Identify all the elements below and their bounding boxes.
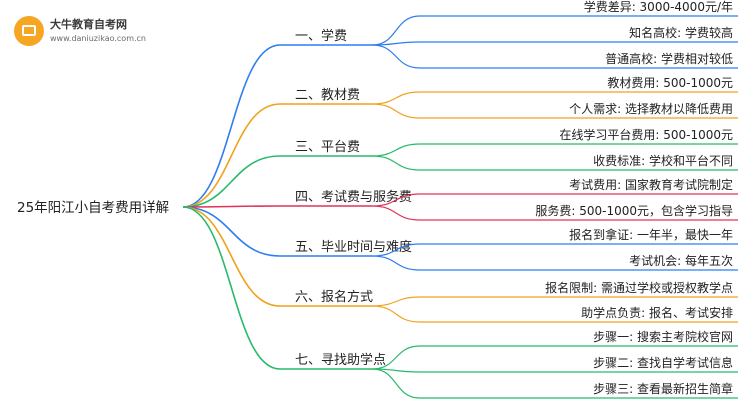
leaf-topic[interactable]: 收费标准: 学校和平台不同 [593, 153, 733, 168]
leaf-connector [371, 205, 421, 221]
leaf-topic[interactable]: 考试机会: 每年五次 [629, 253, 733, 268]
branch-topic[interactable]: 六、报名方式 [295, 289, 373, 305]
leaf-connector [371, 345, 421, 370]
branch-topic[interactable]: 五、毕业时间与难度 [295, 239, 412, 255]
leaf-topic[interactable]: 在线学习平台费用: 500-1000元 [559, 127, 733, 142]
leaf-topic[interactable]: 服务费: 500-1000元，包含学习指导 [535, 203, 733, 218]
leaf-topic[interactable]: 学费差异: 3000-4000元/年 [584, 0, 733, 14]
branch-topic[interactable]: 七、寻找助学点 [295, 352, 386, 368]
leaf-topic[interactable]: 教材费用: 500-1000元 [607, 75, 733, 90]
site-logo: 大牛教育自考网 www.daniuzikao.com.cn [14, 14, 194, 50]
branch-connector [182, 103, 281, 208]
leaf-connector [371, 143, 421, 157]
branch-connector [182, 206, 281, 370]
leaf-topic[interactable]: 知名高校: 学费较高 [629, 25, 733, 40]
branch-topic[interactable]: 四、考试费与服务费 [295, 189, 412, 205]
leaf-topic[interactable]: 报名到拿证: 一年半，最快一年 [569, 227, 733, 242]
leaf-topic[interactable]: 报名限制: 需通过学校或授权教学点 [545, 280, 733, 295]
leaf-topic[interactable]: 步骤三: 查看最新招生简章 [593, 381, 733, 396]
leaf-connector [371, 44, 421, 69]
leaf-connector [371, 103, 421, 119]
logo-title: 大牛教育自考网 [50, 18, 127, 31]
branch-connector [182, 44, 281, 208]
leaf-connector [371, 193, 421, 207]
branch-topic[interactable]: 二、教材费 [295, 87, 360, 103]
book-icon [14, 16, 44, 46]
leaf-connector [371, 296, 421, 307]
leaf-topic[interactable]: 考试费用: 国家教育考试院制定 [569, 177, 733, 192]
branch-connector [182, 206, 281, 307]
leaf-connector [371, 155, 421, 171]
leaf-connector [371, 243, 421, 257]
logo-subtitle: www.daniuzikao.com.cn [50, 34, 146, 43]
branch-topic[interactable]: 三、平台费 [295, 140, 360, 155]
branch-connector [182, 206, 281, 257]
leaf-connector [371, 255, 421, 271]
leaf-connector [371, 305, 421, 323]
root-topic: 25年阳江小自考费用详解 [17, 200, 169, 216]
leaf-connector [371, 91, 421, 105]
leaf-connector [371, 15, 421, 46]
branch-topic[interactable]: 一、学费 [295, 28, 347, 44]
leaf-topic[interactable]: 个人需求: 选择教材以降低费用 [569, 101, 733, 116]
leaf-topic[interactable]: 步骤一: 搜索主考院校官网 [593, 329, 733, 344]
leaf-topic[interactable]: 普通高校: 学费相对较低 [605, 51, 733, 66]
branch-connector [182, 205, 281, 208]
branch-connector [182, 155, 281, 208]
leaf-topic[interactable]: 步骤二: 查找自学考试信息 [593, 355, 733, 370]
leaf-topic[interactable]: 助学点负责: 报名、考试安排 [581, 305, 733, 320]
leaf-connector [371, 368, 421, 399]
